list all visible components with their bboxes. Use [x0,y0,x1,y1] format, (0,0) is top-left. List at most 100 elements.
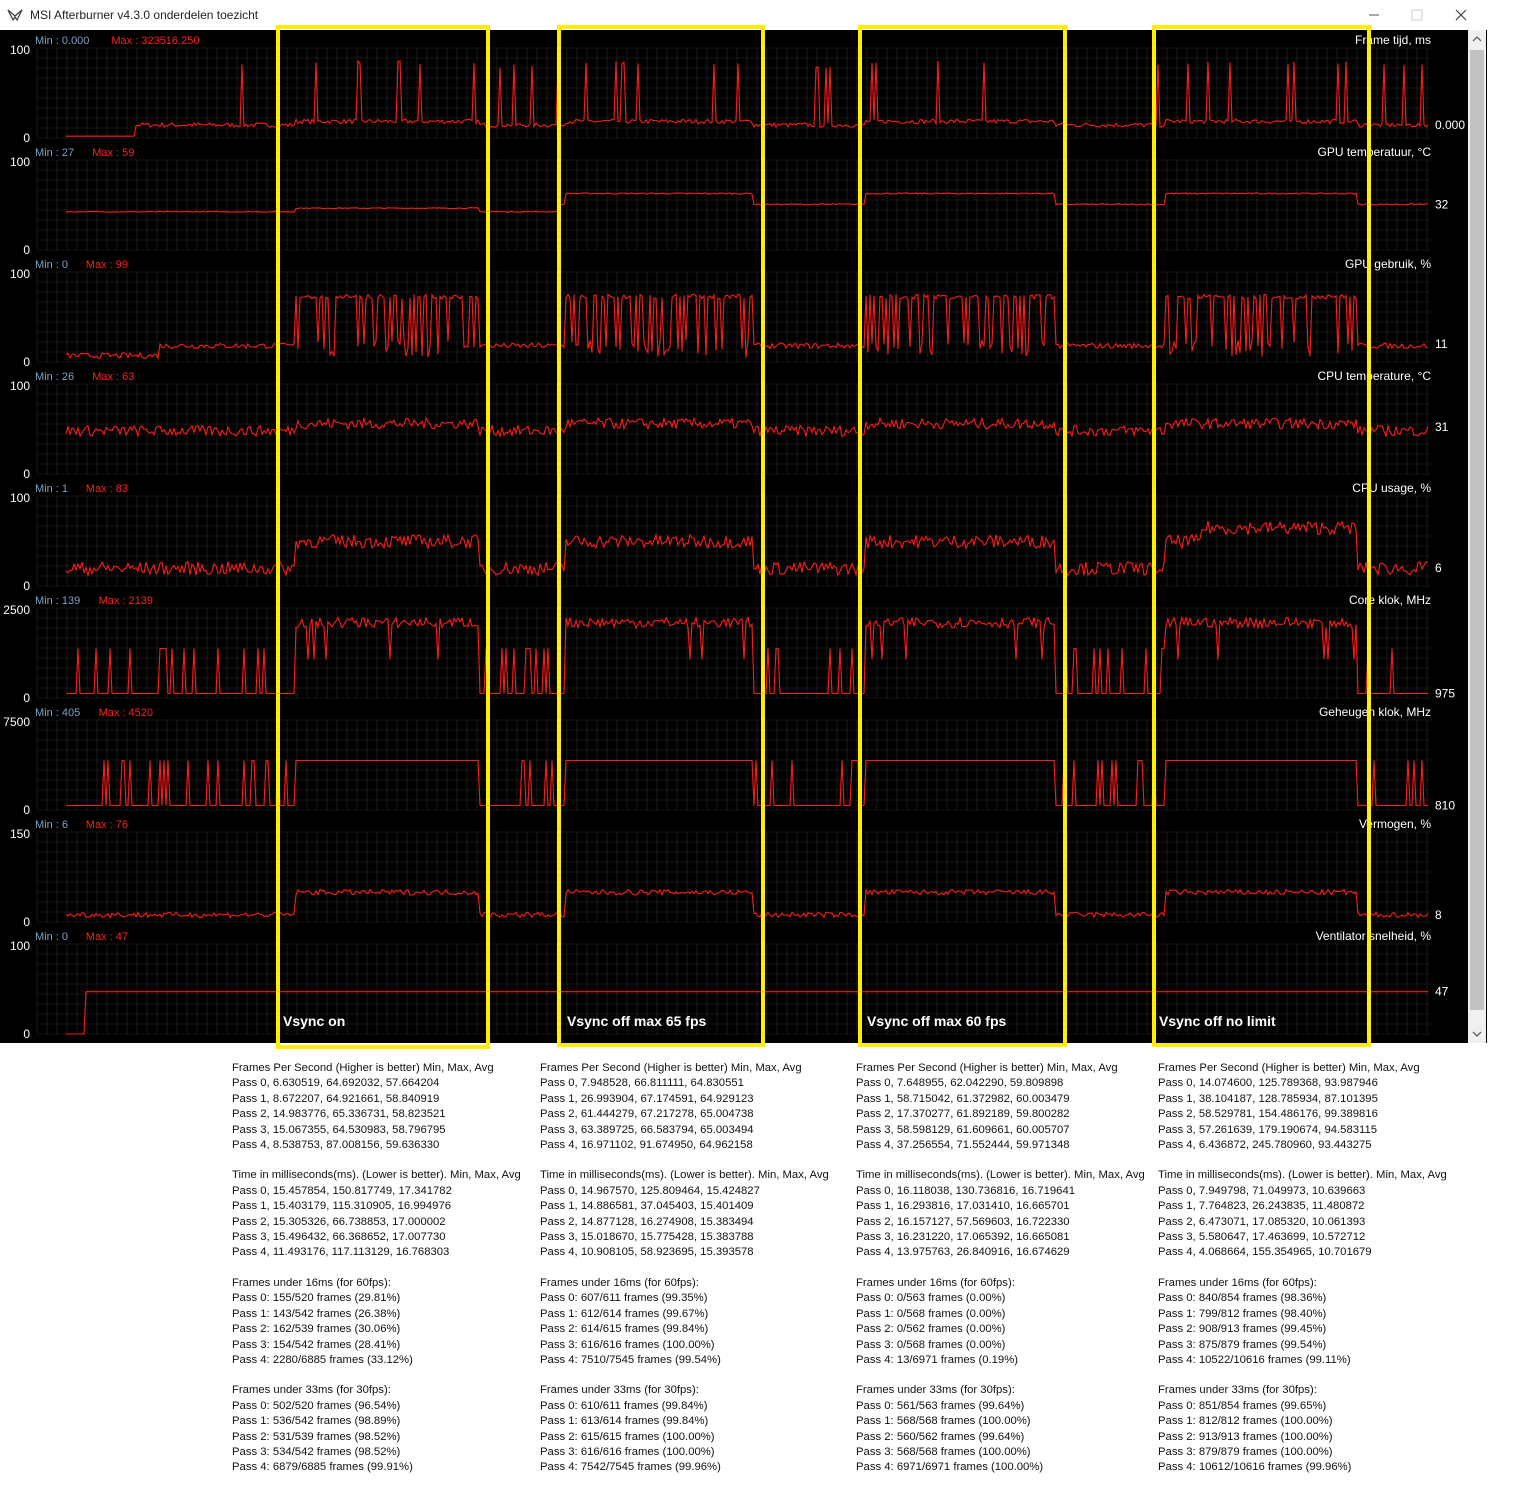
stats-line: Pass 3, 15.496432, 66.368652, 17.007730 [232,1231,446,1244]
graph-title: GPU gebruik, % [1345,257,1431,271]
stats-heading: Frames under 16ms (for 60fps): [1158,1276,1317,1289]
graph-min-label: Min : 405 [35,707,80,719]
graph-min-label: Min : 27 [35,147,74,159]
stats-line: Pass 4: 6879/6885 frames (99.91%) [232,1461,413,1474]
stats-line: Pass 4, 11.493176, 117.113129, 16.768303 [232,1246,450,1259]
current-value-label: 32 [1435,198,1449,212]
stats-block: Frames under 33ms (for 30fps):Pass 0: 85… [1158,1383,1458,1475]
stats-line: Pass 1: 812/812 frames (100.00%) [1158,1415,1333,1428]
scroll-thumb[interactable] [1470,50,1484,1010]
stats-line: Pass 0: 607/611 frames (99.35%) [540,1292,708,1305]
stats-block: Time in milliseconds(ms). (Lower is bett… [540,1168,840,1260]
maximize-button[interactable] [1396,2,1438,28]
scroll-up-arrow-icon[interactable] [1468,30,1486,48]
stats-line: Pass 4, 4.068664, 155.354965, 10.701679 [1158,1246,1372,1259]
stats-line: Pass 3: 154/542 frames (28.41%) [232,1338,401,1351]
graph-trace [66,59,1429,137]
scale-bottom-label: 0 [23,915,30,929]
stats-line: Pass 3, 15.067355, 64.530983, 58.796795 [232,1123,446,1136]
stats-line: Pass 0: 851/854 frames (99.65%) [1158,1399,1327,1412]
vertical-scrollbar[interactable] [1468,30,1486,1043]
stats-line: Pass 0, 15.457854, 150.817749, 17.341782 [232,1184,452,1197]
stats-line: Pass 0: 0/563 frames (0.00%) [856,1292,1006,1305]
stats-line: Pass 4: 10522/10616 frames (99.11%) [1158,1353,1351,1366]
stats-line: Pass 0: 840/854 frames (98.36%) [1158,1292,1327,1305]
stats-line: Pass 2, 6.473071, 17.085320, 10.061393 [1158,1215,1366,1228]
graph-trace [65,887,1429,919]
graph-min-label: Min : 0 [35,931,68,943]
graph-trace [65,416,1429,438]
scale-top-label: 100 [10,43,30,57]
stats-line: Pass 1, 16.293816, 17.031410, 16.665701 [856,1200,1070,1213]
stats-line: Pass 4: 2280/6885 frames (33.12%) [232,1353,413,1366]
graph-min-label: Min : 6 [35,819,68,831]
afterburner-window: MSI Afterburner v4.3.0 onderdelen toezic… [0,0,1487,1043]
graph-min-label: Min : 26 [35,371,74,383]
close-button[interactable] [1440,2,1482,28]
stats-block: Frames under 16ms (for 60fps): Pass 0: 60… [540,1276,840,1368]
stats-line: Pass 1, 14.886581, 37.045403, 15.401409 [540,1200,754,1213]
stats-heading: Frames under 16ms (for 60fps): [540,1276,699,1289]
scale-top-label: 2500 [3,603,30,617]
window-title: MSI Afterburner v4.3.0 onderdelen toezic… [30,8,259,22]
stats-line: Pass 0, 7.948528, 66.811111, 64.830551 [540,1077,744,1090]
scale-top-label: 100 [10,939,30,953]
graph-trace [66,759,1428,807]
scale-bottom-label: 0 [23,131,30,145]
graph-min-label: Min : 139 [35,595,80,607]
stats-line: Pass 4, 13.975763, 26.840916, 16.674629 [856,1246,1070,1259]
stats-line: Pass 4: 7510/7545 frames (99.54%) [540,1353,721,1366]
stats-line: Pass 1: 613/614 frames (99.84%) [540,1415,709,1428]
stats-line: Pass 1: 0/568 frames (0.00%) [856,1307,1006,1320]
stats-line: Pass 0, 7.949798, 71.049973, 10.639663 [1158,1184,1366,1197]
stats-line: Pass 3, 16.231220, 17.065392, 16.665081 [856,1231,1070,1244]
stats-heading: Time in milliseconds(ms). (Lower is bett… [1158,1169,1447,1182]
stats-line: Pass 2, 14.877128, 16.274908, 15.383494 [540,1215,754,1228]
graph-max-label: Max : 323516.250 [111,35,199,47]
scale-top-label: 100 [10,379,30,393]
scroll-down-arrow-icon[interactable] [1468,1025,1486,1043]
scale-top-label: 150 [10,827,30,841]
stats-line: Pass 2: 908/913 frames (99.45%) [1158,1323,1327,1336]
minimize-button[interactable] [1353,2,1395,28]
graph-min-label: Min : 1 [35,483,68,495]
stats-block: Time in milliseconds(ms). (Lower is bett… [856,1168,1156,1260]
stats-line: Pass 1, 38.104187, 128.785934, 87.101395 [1158,1092,1378,1105]
stats-line: Pass 1: 536/542 frames (98.89%) [232,1415,401,1428]
stats-line: Pass 2, 61.444279, 67.217278, 65.004738 [540,1108,754,1121]
stats-line: Pass 4, 6.436872, 245.780960, 93.443275 [1158,1139,1372,1152]
current-value-label: 31 [1435,420,1449,434]
stats-block: Frames under 33ms (for 30fps):Pass 0: 61… [540,1383,840,1475]
stats-block: Frames under 16ms (for 60fps):Pass 0: 0/… [856,1276,1156,1368]
graph-title: Frame tijd, ms [1355,33,1431,47]
stats-block: Frames Per Second (Higher is better) Min… [540,1061,840,1153]
stats-line: Pass 3: 875/879 frames (99.54%) [1158,1338,1327,1351]
stats-line: Pass 1, 58.715042, 61.372982, 60.003479 [856,1092,1070,1105]
scale-top-label: 100 [10,267,30,281]
stats-line: Pass 4: 13/6971 frames (0.19%) [856,1353,1019,1366]
stats-line: Pass 0: 610/611 frames (99.84%) [540,1399,708,1412]
stats-line: Pass 3: 616/616 frames (100.00%) [540,1445,715,1458]
stats-column-max-60: Frames Per Second (Higher is better) Min… [856,1061,1156,1491]
graph-max-label: Max : 47 [86,931,128,943]
stats-heading: Time in milliseconds(ms). (Lower is bett… [540,1169,829,1182]
highlight-label: Vsync off max 60 fps [867,1013,1007,1029]
graph-title: Geheugen klok, MHz [1319,705,1431,719]
stats-block: Time in milliseconds(ms). (Lower is bett… [1158,1168,1458,1260]
stats-heading: Frames Per Second (Higher is better) Min… [856,1062,1118,1074]
graph-title: Vermogen, % [1359,817,1431,831]
scale-bottom-label: 0 [23,467,30,481]
stats-line: Pass 1, 8.672207, 64.921661, 58.840919 [232,1092,440,1105]
stats-line: Pass 2: 560/562 frames (99.64%) [856,1430,1025,1443]
stats-line: Pass 1: 143/542 frames (26.38%) [232,1307,401,1320]
stats-line: Pass 3: 0/568 frames (0.00%) [856,1338,1006,1351]
stats-line: Pass 3: 616/616 frames (100.00%) [540,1338,715,1351]
graph-trace [66,991,1428,1035]
stats-line: Pass 3: 879/879 frames (100.00%) [1158,1445,1333,1458]
